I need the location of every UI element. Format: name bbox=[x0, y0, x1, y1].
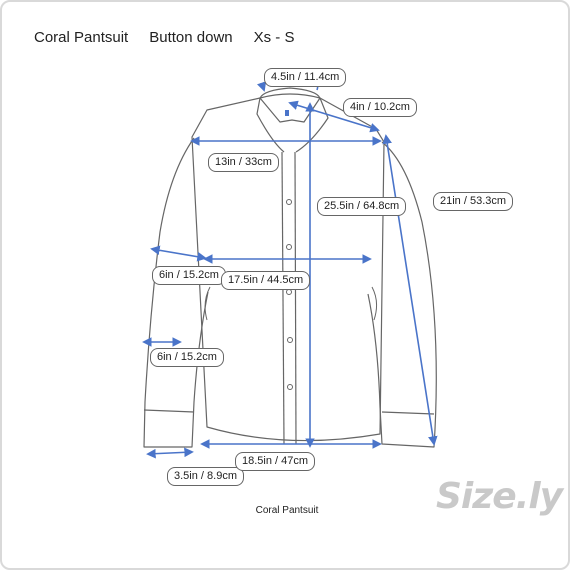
collar bbox=[259, 93, 321, 123]
chest-label: 17.5in / 44.5cm bbox=[221, 271, 311, 290]
armhole-label: 6in / 15.2cm bbox=[152, 266, 226, 285]
armhole-line bbox=[150, 245, 207, 262]
collar-tag-icon bbox=[285, 110, 289, 116]
sizely-logo: Size.ly bbox=[436, 476, 563, 517]
shirt-buttons bbox=[286, 199, 293, 390]
shoulder-width-label: 13in / 33cm bbox=[208, 153, 279, 172]
cuff-line bbox=[146, 447, 194, 459]
sleeve-label: 21in / 53.3cm bbox=[433, 192, 514, 211]
neck-label: 4.5in / 11.4cm bbox=[264, 68, 347, 87]
cuff-label: 3.5in / 8.9cm bbox=[167, 467, 244, 486]
header: Coral Pantsuit Button down Xs - S bbox=[34, 29, 294, 46]
hem-label: 18.5in / 47cm bbox=[235, 452, 316, 471]
right-sleeve bbox=[367, 141, 437, 448]
sleeve-line bbox=[382, 134, 438, 446]
shoulder-seam-line bbox=[288, 100, 380, 133]
measurement-lines bbox=[142, 79, 438, 459]
product-name: Coral Pantsuit bbox=[34, 29, 129, 46]
length-label: 25.5in / 64.8cm bbox=[317, 197, 407, 216]
left-sleeve bbox=[143, 137, 209, 448]
garment-style: Button down bbox=[149, 29, 233, 46]
bicep-label: 6in / 15.2cm bbox=[150, 348, 224, 367]
caption: Coral Pantsuit bbox=[255, 505, 319, 516]
shoulder-seam-label: 4in / 10.2cm bbox=[343, 98, 417, 117]
size-range: Xs - S bbox=[253, 29, 295, 46]
